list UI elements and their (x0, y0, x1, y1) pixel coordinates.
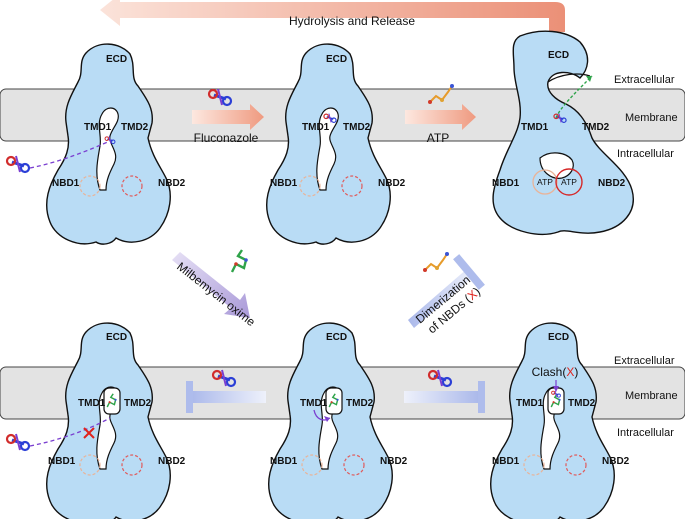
ecd-label: ECD (326, 332, 347, 343)
hydrolysis-release-label: Hydrolysis and Release (289, 14, 415, 28)
atp-molecule (422, 251, 450, 273)
nbd2-label: NBD2 (380, 456, 408, 467)
extracellular-label: Extracellular (614, 355, 675, 367)
fluconazole-molecule (5, 154, 31, 174)
tmd1-label: TMD1 (84, 122, 112, 133)
block-cross-icon (83, 427, 95, 439)
fluconazole-step-arrow (192, 104, 264, 130)
nbd1-label: NBD1 (492, 178, 520, 189)
membrane-label: Membrane (625, 390, 678, 402)
intracellular-label: Intracellular (617, 148, 674, 160)
atp-site-label: ATP (537, 177, 553, 187)
nbd1-label: NBD1 (270, 456, 298, 467)
milbemycin-molecule (230, 248, 250, 274)
transporter-clash (489, 322, 615, 519)
nbd2-label: NBD2 (378, 178, 406, 189)
milbemycin-label: Milbemycin oxime (174, 259, 258, 329)
nbd1-label: NBD1 (52, 178, 80, 189)
milbemycin-arrow (172, 252, 250, 318)
transporter-milbemycin-drug (267, 322, 393, 519)
dimerization-inhibition-arrow (408, 254, 485, 328)
nbd2-label: NBD2 (602, 456, 630, 467)
inhibition-arrow-right (404, 381, 485, 413)
ecd-label: ECD (326, 54, 347, 65)
clash-label: Clash(X) (532, 365, 579, 379)
nbd2-label: NBD2 (158, 456, 186, 467)
tmd1-label: TMD1 (516, 398, 544, 409)
tmd1-label: TMD1 (78, 398, 106, 409)
hydrolysis-release-arrow (100, 0, 565, 32)
tmd2-label: TMD2 (582, 122, 610, 133)
atp-site-label: ATP (561, 177, 577, 187)
ecd-label: ECD (106, 332, 127, 343)
tmd2-label: TMD2 (568, 398, 596, 409)
tmd1-label: TMD1 (302, 122, 330, 133)
atp-step-label: ATP (427, 131, 449, 145)
transporter-apo (45, 43, 171, 245)
transporter-fluconazole-bound (265, 43, 391, 245)
atp-step-arrow (405, 104, 476, 130)
nbd1-label: NBD1 (492, 456, 520, 467)
fluconazole-molecule (5, 432, 31, 452)
tmd2-label: TMD2 (121, 122, 149, 133)
inhibition-arrow-left (186, 381, 266, 413)
tmd2-label: TMD2 (346, 398, 374, 409)
nbd2-label: NBD2 (158, 178, 186, 189)
tmd2-label: TMD2 (124, 398, 152, 409)
tmd1-label: TMD1 (521, 122, 549, 133)
fluconazole-step-label: Fluconazole (194, 131, 259, 145)
nbd2-label: NBD2 (598, 178, 626, 189)
entry-path (29, 139, 113, 169)
transporter-milbemycin-bound (45, 322, 171, 519)
membrane-label: Membrane (625, 112, 678, 124)
intracellular-label: Intracellular (617, 427, 674, 439)
ecd-label: ECD (106, 54, 127, 65)
nbd1-label: NBD1 (48, 456, 76, 467)
blocked-entry-path (29, 417, 111, 447)
transporter-outward-open (492, 30, 634, 235)
nbd1-label: NBD1 (270, 178, 298, 189)
tmd2-label: TMD2 (343, 122, 371, 133)
ecd-label: ECD (548, 332, 569, 343)
ecd-label: ECD (548, 50, 569, 61)
tmd1-label: TMD1 (300, 398, 328, 409)
extracellular-label: Extracellular (614, 74, 675, 86)
